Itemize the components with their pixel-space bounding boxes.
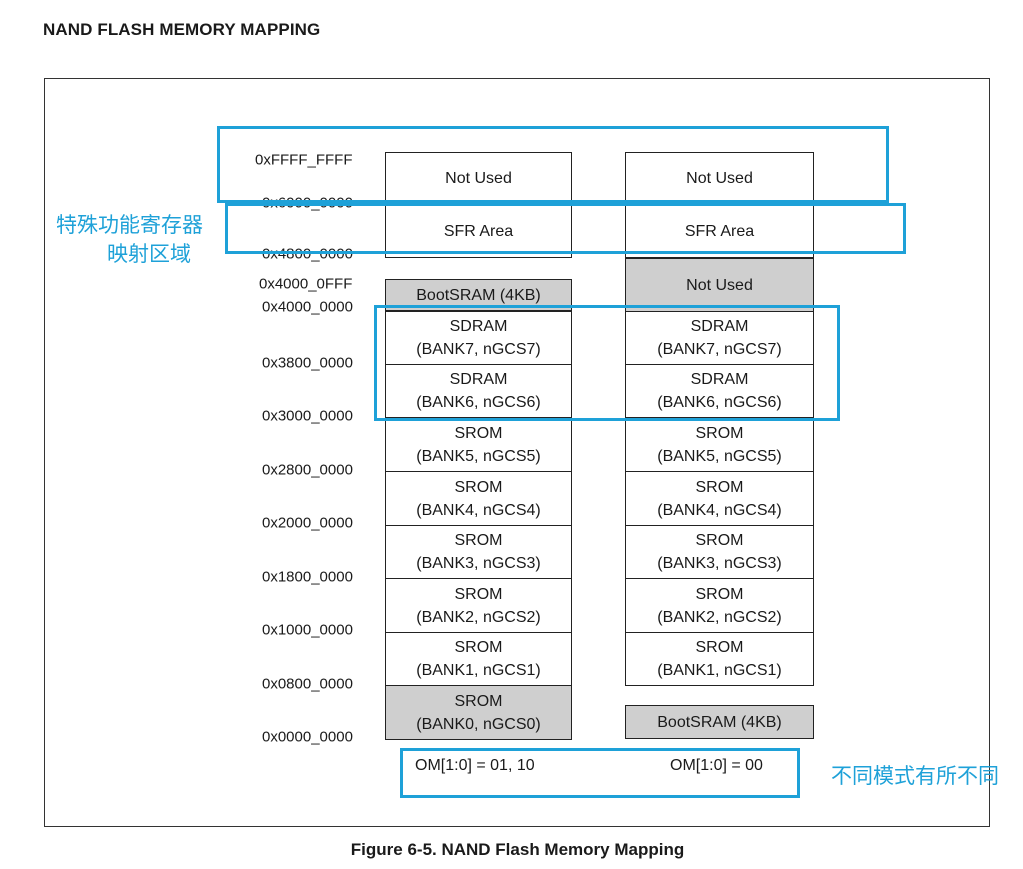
block-type: SROM bbox=[454, 478, 503, 496]
annotation-box-sfr bbox=[225, 203, 906, 254]
page-heading: NAND FLASH MEMORY MAPPING bbox=[43, 20, 321, 39]
left-bank4-block: SROM (BANK4, nGCS4) bbox=[385, 471, 572, 526]
block-type: SROM bbox=[695, 532, 744, 549]
right-sfr-area-block: SFR Area bbox=[625, 204, 814, 258]
diagram-frame bbox=[44, 78, 990, 827]
annotation-box-sdram bbox=[374, 305, 840, 421]
left-sfr-area-block: SFR Area bbox=[385, 204, 572, 258]
sfr-annotation-line1: 特殊功能寄存器 bbox=[56, 213, 203, 237]
block-type: SROM bbox=[695, 585, 744, 603]
mode-annotation: 不同模式有所不同 bbox=[831, 764, 999, 788]
block-type: SROM bbox=[454, 585, 503, 603]
left-bank5-block: SROM (BANK5, nGCS5) bbox=[385, 417, 572, 472]
block-bank: (BANK1, nGCS1) bbox=[416, 662, 541, 679]
left-bank6-block: SDRAM (BANK6, nGCS6) bbox=[385, 364, 572, 418]
address-label: 0x2000_0000 bbox=[262, 514, 353, 532]
right-bootsram-block: BootSRAM (4KB) bbox=[625, 705, 814, 739]
block-type: SDRAM bbox=[449, 371, 508, 388]
block-type: SROM bbox=[695, 424, 744, 442]
block-type: SDRAM bbox=[449, 318, 508, 335]
right-bank2-block: SROM (BANK2, nGCS2) bbox=[625, 578, 814, 633]
right-bank5-block: SROM (BANK5, nGCS5) bbox=[625, 417, 814, 472]
block-bank: (BANK5, nGCS5) bbox=[416, 447, 541, 465]
address-label: 0xFFFF_FFFF bbox=[255, 151, 353, 169]
block-type: SROM bbox=[454, 532, 503, 549]
right-mode-label: OM[1:0] = 00 bbox=[670, 757, 763, 774]
block-bank: (BANK7, nGCS7) bbox=[416, 341, 541, 358]
block-bank: (BANK4, nGCS4) bbox=[657, 501, 782, 519]
block-bank: (BANK3, nGCS3) bbox=[657, 555, 782, 572]
right-bank3-block: SROM (BANK3, nGCS3) bbox=[625, 525, 814, 579]
block-bank: (BANK2, nGCS2) bbox=[416, 608, 541, 626]
block-type: SROM bbox=[695, 478, 744, 496]
block-type: SROM bbox=[454, 639, 503, 656]
block-label: BootSRAM (4KB) bbox=[416, 286, 541, 304]
block-bank: (BANK7, nGCS7) bbox=[657, 341, 782, 358]
left-bank7-block: SDRAM (BANK7, nGCS7) bbox=[385, 311, 572, 365]
right-bank1-block: SROM (BANK1, nGCS1) bbox=[625, 632, 814, 686]
address-label: 0x0000_0000 bbox=[262, 728, 353, 746]
block-label: BootSRAM (4KB) bbox=[657, 713, 782, 731]
left-mode-label: OM[1:0] = 01, 10 bbox=[415, 757, 535, 774]
block-bank: (BANK5, nGCS5) bbox=[657, 447, 782, 465]
address-label: 0x2800_0000 bbox=[262, 461, 353, 479]
block-bank: (BANK4, nGCS4) bbox=[416, 501, 541, 519]
left-bank1-block: SROM (BANK1, nGCS1) bbox=[385, 632, 572, 686]
annotation-box-mode bbox=[400, 748, 800, 798]
block-bank: (BANK6, nGCS6) bbox=[416, 394, 541, 411]
address-label: 0x4800_0000 bbox=[262, 245, 353, 263]
block-label: SFR Area bbox=[443, 222, 514, 240]
block-bank: (BANK2, nGCS2) bbox=[657, 608, 782, 626]
block-label: Not Used bbox=[686, 276, 753, 294]
sfr-annotation-line2: 映射区域 bbox=[107, 242, 191, 266]
right-bank7-block: SDRAM (BANK7, nGCS7) bbox=[625, 311, 814, 365]
right-not-used-gray-block: Not Used bbox=[625, 258, 814, 312]
address-label: 0x4000_0000 bbox=[262, 298, 353, 316]
left-bank0-block: SROM (BANK0, nGCS0) bbox=[385, 685, 572, 740]
block-label: Not Used bbox=[686, 169, 753, 187]
address-label: 0x1800_0000 bbox=[262, 568, 353, 586]
address-label: 0x3000_0000 bbox=[262, 407, 353, 425]
block-bank: (BANK1, nGCS1) bbox=[657, 662, 782, 679]
annotation-box-top bbox=[217, 126, 889, 203]
address-label: 0x3800_0000 bbox=[262, 354, 353, 372]
block-type: SDRAM bbox=[690, 318, 749, 335]
block-type: SDRAM bbox=[690, 371, 749, 388]
right-bank6-block: SDRAM (BANK6, nGCS6) bbox=[625, 364, 814, 418]
block-label: Not Used bbox=[445, 169, 512, 187]
block-type: SROM bbox=[454, 424, 503, 442]
address-label: 0x0800_0000 bbox=[262, 675, 353, 693]
block-type: SROM bbox=[454, 692, 503, 710]
block-bank: (BANK0, nGCS0) bbox=[416, 715, 541, 733]
address-label: 0x1000_0000 bbox=[262, 621, 353, 639]
right-bank4-block: SROM (BANK4, nGCS4) bbox=[625, 471, 814, 526]
block-bank: (BANK6, nGCS6) bbox=[657, 394, 782, 411]
figure-caption: Figure 6-5. NAND Flash Memory Mapping bbox=[350, 840, 685, 859]
block-label: SFR Area bbox=[684, 222, 755, 240]
block-type: SROM bbox=[695, 639, 744, 656]
address-label: 0x4000_0FFF bbox=[259, 275, 353, 293]
left-bank2-block: SROM (BANK2, nGCS2) bbox=[385, 578, 572, 633]
block-bank: (BANK3, nGCS3) bbox=[416, 555, 541, 572]
left-bank3-block: SROM (BANK3, nGCS3) bbox=[385, 525, 572, 579]
right-not-used-block: Not Used bbox=[625, 152, 814, 204]
